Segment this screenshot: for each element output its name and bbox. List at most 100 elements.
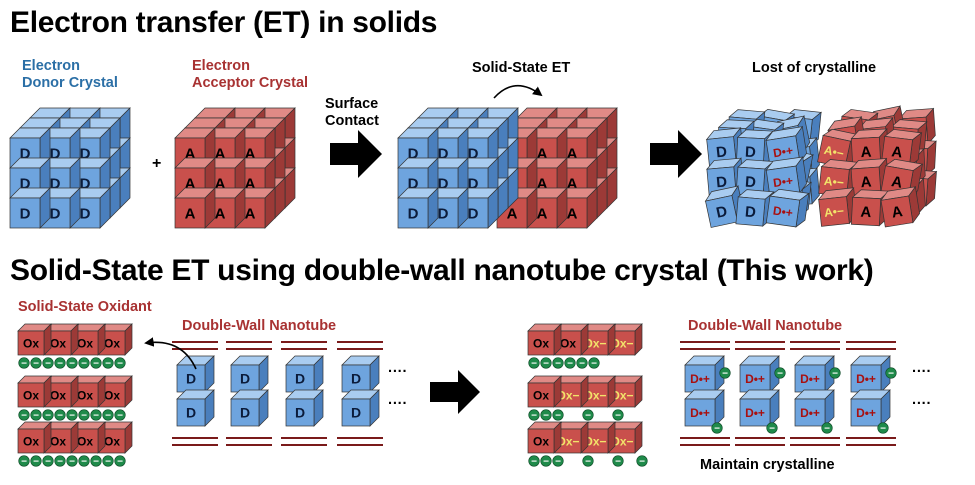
oxidant-right-r1-electron-0: − — [528, 409, 540, 422]
oxidant-left-r0-electron-1: − — [30, 357, 42, 370]
oxidant-left-r1-electron-2: − — [42, 409, 54, 422]
lost-donor-cation-r2: D•+ — [765, 188, 810, 228]
dwnt-right-2-electron-bot: − — [821, 422, 833, 435]
oxidant-right-r0-electron-1-sign: − — [543, 359, 549, 370]
contact-acceptor-l0-r2-c1-label: A — [537, 205, 548, 222]
lost-donor-cation-r2-label: D•+ — [772, 204, 794, 221]
lost-donor-cation-r1: D•+ — [765, 156, 807, 198]
lost-acceptor-r1-c2-label: A — [890, 173, 904, 192]
lost-acceptor-anion-r0-label: A•− — [823, 143, 845, 161]
dwnt-right-1-electron-top-sign: − — [777, 369, 783, 380]
oxidant-left-r1-c0-label: Ox — [23, 388, 39, 402]
oxidant-left-r1-electron-0-circle — [18, 409, 30, 421]
dwnt-right-0-cation-bot: D•+ — [684, 389, 725, 427]
dwnt-right-3-electron-bot-sign: − — [880, 424, 886, 435]
oxidant-right-r1-electron-1-circle — [540, 409, 552, 421]
dwnt-right-2-cation-top-face — [794, 364, 826, 393]
dwnt-left-1-donor-top: D — [230, 355, 269, 393]
dwnt-left-2-donor-top-label: D — [295, 371, 305, 387]
oxidant-left-r1-electron-0: − — [18, 409, 30, 422]
oxidant-right-r0-electron-4-sign: − — [579, 359, 585, 370]
dwnt-left-1-donor-bot-face — [230, 398, 260, 427]
oxidant-right-r2-c2-label: Ox− — [583, 434, 606, 448]
oxidant-left-r1-electron-1-sign: − — [33, 411, 39, 422]
plus-sign: + — [152, 155, 162, 172]
lost-donor-cation-r1-label: D•+ — [772, 174, 794, 191]
glyph-layer: −−−−−−−−−−−−−−−−−−−−−−−−−−−−−−−−−−−−−−−−… — [18, 357, 897, 468]
arrows-layer — [144, 84, 702, 414]
oxidant-left-r2-c1-label: Ox — [50, 434, 66, 448]
dwnt-right-0-cation-top-label: D•+ — [690, 372, 710, 386]
cube-layer: DDDDDDDDDAAAAAAAAAAAAAAAAAADDDDDDDDDDDD•… — [9, 105, 938, 454]
oxidant-right-r1-electron-3-circle — [582, 409, 594, 421]
oxidant-left-r1-electron-1: − — [30, 409, 42, 422]
oxidant-right-r2-electron-5-sign: − — [639, 457, 645, 468]
dwnt-left-0-donor-bot-face — [176, 398, 206, 427]
oxidant-left-r0-electron-7-circle — [102, 357, 114, 369]
oxidant-left-r0-electron-1-sign: − — [33, 359, 39, 370]
dwnt-right-1-cation-bot-face — [739, 398, 771, 427]
oxidant-right-r2-c0-face — [527, 428, 555, 454]
solid-state-oxidant-label: Solid-State Oxidant — [18, 299, 152, 315]
acceptor-crystal-l0-r2-c0-face — [174, 197, 206, 229]
oxidant-left-r2-electron-4-sign: − — [69, 457, 75, 468]
oxidant-left-r0-c0-label: Ox — [23, 336, 39, 350]
oxidant-left-r2-c1: Ox — [44, 421, 79, 454]
oxidant-right-r2-c3: Ox− — [608, 421, 643, 454]
oxidant-left-r0-electron-3-sign: − — [57, 359, 63, 370]
oxidant-left-r0-electron-0-circle — [18, 357, 30, 369]
oxidant-left-r1-c0: Ox — [17, 375, 52, 408]
oxidant-right-r0-electron-5-sign: − — [591, 359, 597, 370]
lost-donor-cation-r2-face — [765, 195, 801, 228]
lost-acceptor-r2-c1-label: A — [860, 204, 872, 222]
oxidant-left-r1-c1: Ox — [44, 375, 79, 408]
oxidant-right-r0-c2-face — [581, 330, 609, 356]
dwnt-left-3-donor-bot-label: D — [351, 405, 361, 421]
dwnt-left-3-donor-bot: D — [341, 389, 380, 427]
contact-acceptor-l0-r1-c1-label: A — [537, 175, 548, 192]
dwnt-right-3-cation-bot: D•+ — [850, 389, 891, 427]
lost-acceptor-anion-r0: A•− — [817, 128, 861, 169]
oxidant-right-r0-electron-0: − — [528, 357, 540, 370]
acceptor-label-1: Electron — [192, 58, 251, 74]
dwnt-left-1-donor-bot-label: D — [240, 405, 250, 421]
oxidant-right-r0-electron-4-circle — [576, 357, 588, 369]
dwnt-left-0-donor-bot-label: D — [186, 405, 196, 421]
lost-acceptor-anion-r1-label: A•− — [823, 174, 844, 190]
oxidant-left-r0-c2-label: Ox — [77, 336, 93, 350]
oxidant-right-r0-c1-label: Ox — [560, 336, 576, 350]
oxidant-left-r1-electron-7-sign: − — [105, 411, 111, 422]
block-arrow-2 — [650, 130, 702, 178]
oxidant-left-r1-electron-7: − — [102, 409, 114, 422]
acceptor-crystal-l0-r1-c1-label: A — [215, 175, 226, 192]
solid-state-et-label: Solid-State ET — [472, 60, 571, 76]
oxidant-left-r0-electron-2-sign: − — [45, 359, 51, 370]
oxidant-left-r2-electron-7-circle — [102, 455, 114, 467]
oxidant-left-r0-electron-8-circle — [114, 357, 126, 369]
oxidant-right-r0-electron-0-sign: − — [531, 359, 537, 370]
donor-label-1: Electron — [22, 58, 81, 74]
oxidant-left-r0-electron-5-sign: − — [81, 359, 87, 370]
donor-crystal-l0-r0-c2-label: D — [80, 145, 91, 162]
donor-crystal-l0-r2-c1-label: D — [50, 205, 61, 222]
oxidant-right-r1-electron-4-circle — [612, 409, 624, 421]
oxidant-left-r1-electron-8-sign: − — [117, 411, 123, 422]
dwnt-right-3-electron-top: − — [885, 367, 897, 380]
donor-crystal-l0-r1-c2-label: D — [80, 175, 91, 192]
oxidant-left-r1-c0-face — [17, 382, 45, 408]
dwnt-right-0-electron-bot-circle — [711, 422, 723, 434]
oxidant-left-r2-electron-2-circle — [42, 455, 54, 467]
acceptor-crystal-l0-r1-c2-label: A — [245, 175, 256, 192]
oxidant-right-r1-electron-1-sign: − — [543, 411, 549, 422]
oxidant-left-r2-electron-0-sign: − — [21, 457, 27, 468]
donor-crystal-l0-r2-c0-face — [9, 197, 41, 229]
oxidant-right-r0-electron-3-circle — [564, 357, 576, 369]
oxidant-left-r1-electron-1-circle — [30, 409, 42, 421]
oxidant-right-r2-electron-0-sign: − — [531, 457, 537, 468]
oxidant-left-r1-electron-4-circle — [66, 409, 78, 421]
contact-donor-l0-r2-c0-face — [397, 197, 429, 229]
oxidant-right-r1-electron-4-sign: − — [615, 411, 621, 422]
oxidant-right-r0-electron-2-circle — [552, 357, 564, 369]
dwnt-left-3-donor-top-face — [341, 364, 371, 393]
oxidant-right-r1-c0-face — [527, 382, 555, 408]
